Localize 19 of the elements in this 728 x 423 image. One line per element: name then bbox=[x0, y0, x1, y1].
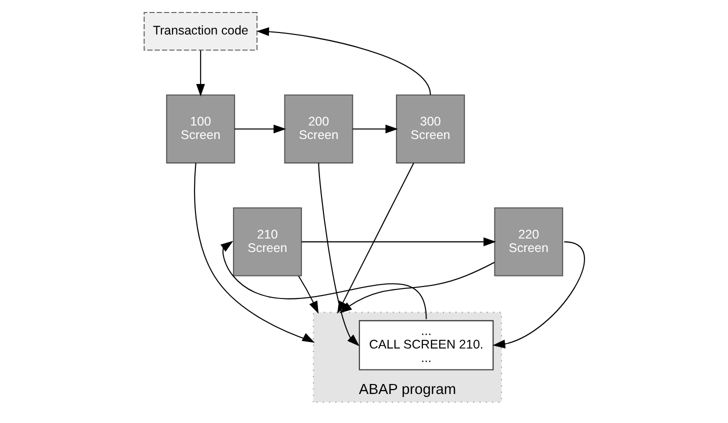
arrow bbox=[492, 241, 584, 348]
arrow bbox=[256, 27, 430, 96]
arrow bbox=[298, 276, 318, 314]
arrow bbox=[234, 124, 286, 134]
arrow bbox=[196, 50, 204, 96]
node-box: 210 Screen bbox=[232, 207, 302, 276]
node-box: 220 Screen bbox=[494, 207, 563, 276]
node-box: 100 Screen bbox=[166, 94, 235, 164]
arrow bbox=[336, 262, 494, 314]
arrow bbox=[194, 162, 314, 343]
node-box: 300 Screen bbox=[395, 94, 464, 164]
arrow bbox=[301, 237, 496, 246]
arrow bbox=[352, 124, 398, 134]
node-box: Transaction code bbox=[143, 12, 258, 51]
arrow bbox=[336, 162, 414, 314]
arrow bbox=[220, 240, 426, 320]
arrow bbox=[318, 162, 359, 346]
node-box: 200 Screen bbox=[284, 94, 353, 164]
node-box: ... CALL SCREEN 210. ... bbox=[358, 320, 494, 370]
